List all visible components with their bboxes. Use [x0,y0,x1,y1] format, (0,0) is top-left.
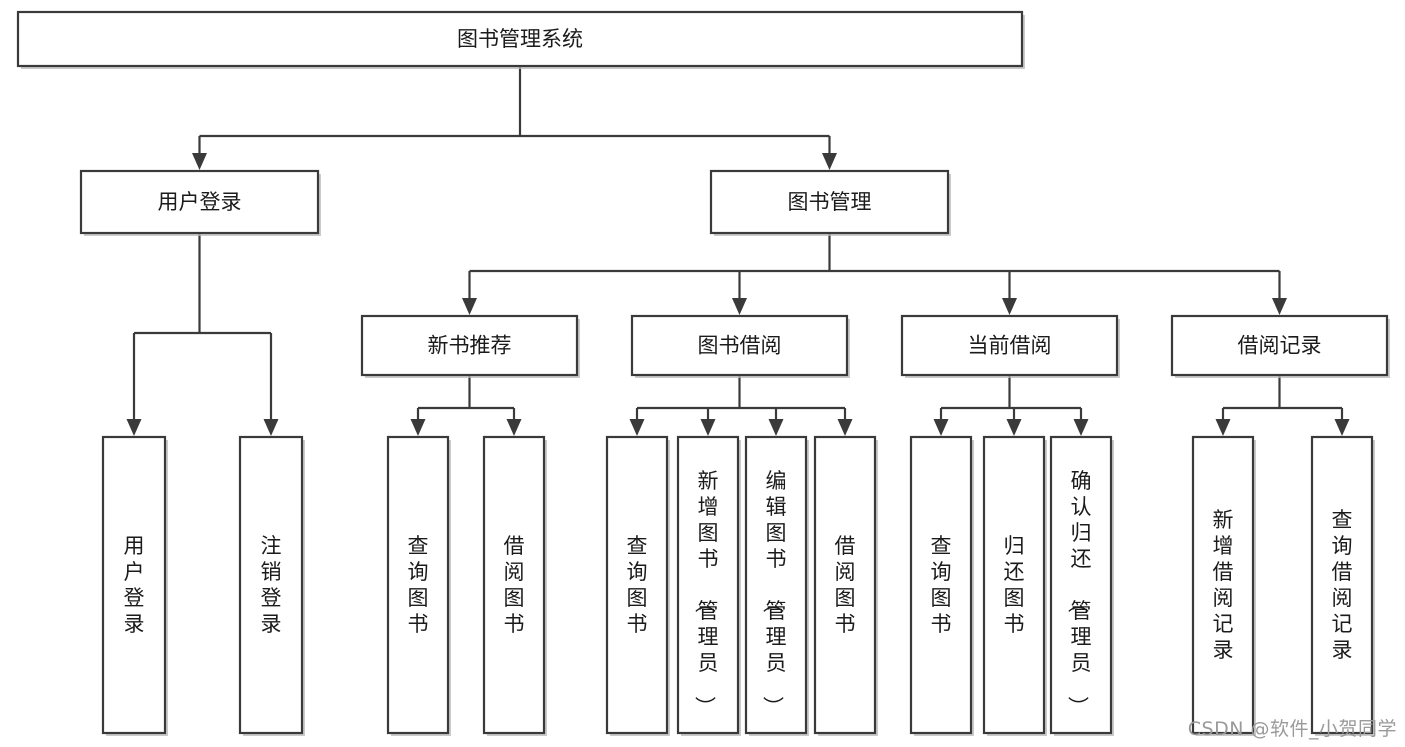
node-login[interactable]: 用户登录 [79,169,321,236]
connector-group [629,375,853,436]
node-box[interactable] [360,314,579,377]
connector-group [1215,375,1350,436]
node-leaf-new-borrow[interactable]: 借阅图书 [482,435,547,736]
node-leaf-borrow-query[interactable]: 查询图书 [605,435,670,736]
connector-group [410,375,522,436]
connector-group [192,66,837,170]
node-label: 编辑图书（管理员） [761,469,787,717]
node-leaf-borrow-book[interactable]: 借阅图书 [813,435,878,736]
connector-group [126,233,279,436]
node-label: 归还图书 [1004,534,1025,636]
node-label: 用户登录 [158,190,242,214]
node-label: 查询图书 [931,534,952,636]
node-box[interactable] [238,435,304,735]
node-label: 借阅记录 [1238,334,1322,358]
node-box[interactable] [605,435,669,735]
node-borrow[interactable]: 图书借阅 [630,314,850,378]
node-label: 借阅图书 [835,534,856,636]
node-box[interactable] [900,314,1119,377]
connector-group [933,375,1089,436]
node-newbook[interactable]: 新书推荐 [360,314,580,378]
node-layer: 图书管理系统用户登录图书管理新书推荐图书借阅当前借阅借阅记录用户登录注销登录查询… [16,10,1390,736]
connector-layer [126,66,1350,436]
node-label: 查询图书 [627,534,648,636]
node-box[interactable] [386,435,450,735]
node-bookmgr[interactable]: 图书管理 [709,169,951,236]
node-leaf-logout[interactable]: 注销登录 [238,435,305,736]
node-label: 新书推荐 [428,334,512,358]
node-box[interactable] [101,435,167,735]
node-box[interactable] [676,435,740,735]
node-leaf-return[interactable]: 归还图书 [982,435,1047,736]
node-label: 注销登录 [261,534,282,636]
node-leaf-user-login[interactable]: 用户登录 [101,435,168,736]
node-label: 查询图书 [408,534,429,636]
node-box[interactable] [79,169,320,235]
node-leaf-cur-query[interactable]: 查询图书 [909,435,974,736]
node-box[interactable] [630,314,849,377]
node-label: 图书管理 [788,190,872,214]
node-box[interactable] [744,435,808,735]
node-label: 借阅图书 [504,534,525,636]
node-leaf-query-record[interactable]: 查询借阅记录 [1310,435,1375,736]
node-root[interactable]: 图书管理系统 [16,10,1025,69]
node-box[interactable] [813,435,877,735]
node-label: 新增图书（管理员） [693,469,719,717]
connector-group [462,233,1287,315]
node-label: 图书管理系统 [457,27,583,51]
node-label: 查询借阅记录 [1332,508,1353,662]
node-box[interactable] [909,435,973,735]
node-label: 用户登录 [124,534,145,636]
node-box[interactable] [1049,435,1113,735]
node-leaf-new-query[interactable]: 查询图书 [386,435,451,736]
node-box[interactable] [1191,435,1255,735]
node-box[interactable] [482,435,546,735]
node-box[interactable] [709,169,950,235]
node-label: 新增借阅记录 [1213,508,1234,662]
node-record[interactable]: 借阅记录 [1170,314,1390,378]
node-label: 确认归还（管理员） [1066,469,1092,717]
node-leaf-add-record[interactable]: 新增借阅记录 [1191,435,1256,736]
node-box[interactable] [982,435,1046,735]
node-current[interactable]: 当前借阅 [900,314,1120,378]
node-label: 图书借阅 [698,334,782,358]
node-label: 当前借阅 [968,334,1052,358]
node-leaf-confirm-return[interactable]: 确认归还（管理员） [1049,435,1114,736]
node-box[interactable] [1170,314,1389,377]
node-box[interactable] [1310,435,1374,735]
node-box[interactable] [16,10,1024,68]
watermark-label: CSDN @软件_小贺同学 [1187,718,1397,740]
node-leaf-add-book[interactable]: 新增图书（管理员） [676,435,741,736]
node-leaf-edit-book[interactable]: 编辑图书（管理员） [744,435,809,736]
